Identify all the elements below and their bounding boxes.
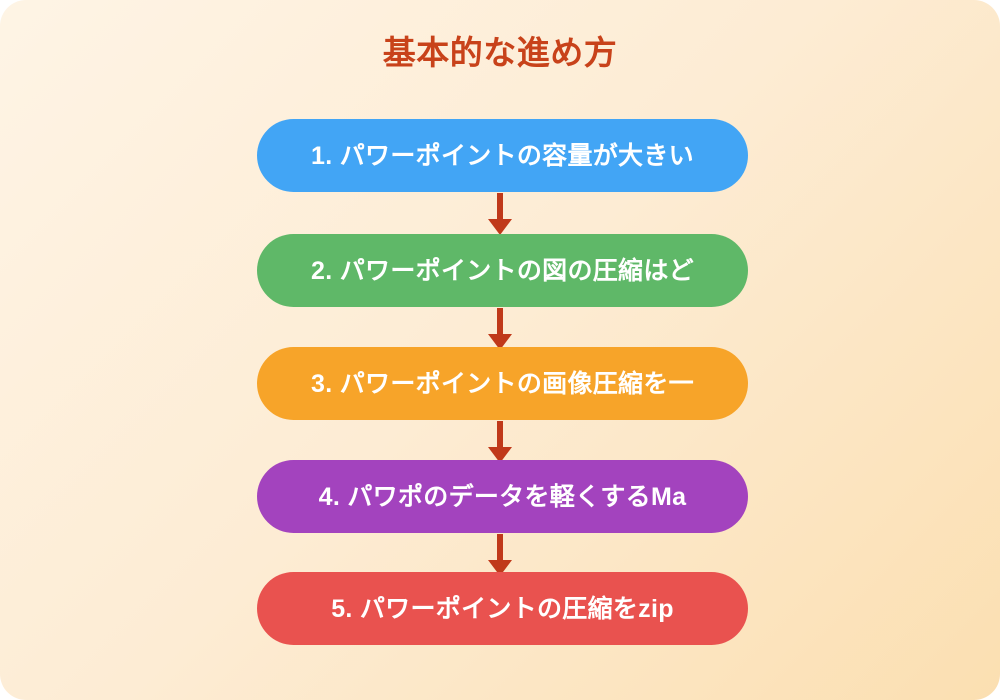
flow-step-4[interactable]: 4. パワポのデータを軽くするMa [257,460,748,533]
arrow-down-icon-3 [481,421,519,463]
flow-step-4-label: 4. パワポのデータを軽くするMa [318,482,687,511]
page-title: 基本的な進め方 [382,34,618,71]
flow-step-1-label: 1. パワーポイントの容量が大きい [311,141,694,170]
flow-step-5[interactable]: 5. パワーポイントの圧縮をzip [257,572,748,645]
flow-step-3-label: 3. パワーポイントの画像圧縮を一 [311,369,694,398]
flow-step-2-label: 2. パワーポイントの図の圧縮はど [311,256,694,285]
flow-step-5-label: 5. パワーポイントの圧縮をzip [331,594,674,623]
flow-step-3[interactable]: 3. パワーポイントの画像圧縮を一 [257,347,748,420]
arrow-down-icon-4 [481,534,519,576]
arrow-down-icon-1 [481,193,519,235]
flow-step-2[interactable]: 2. パワーポイントの図の圧縮はど [257,234,748,307]
arrow-down-icon-2 [481,308,519,350]
flow-step-1[interactable]: 1. パワーポイントの容量が大きい [257,119,748,192]
